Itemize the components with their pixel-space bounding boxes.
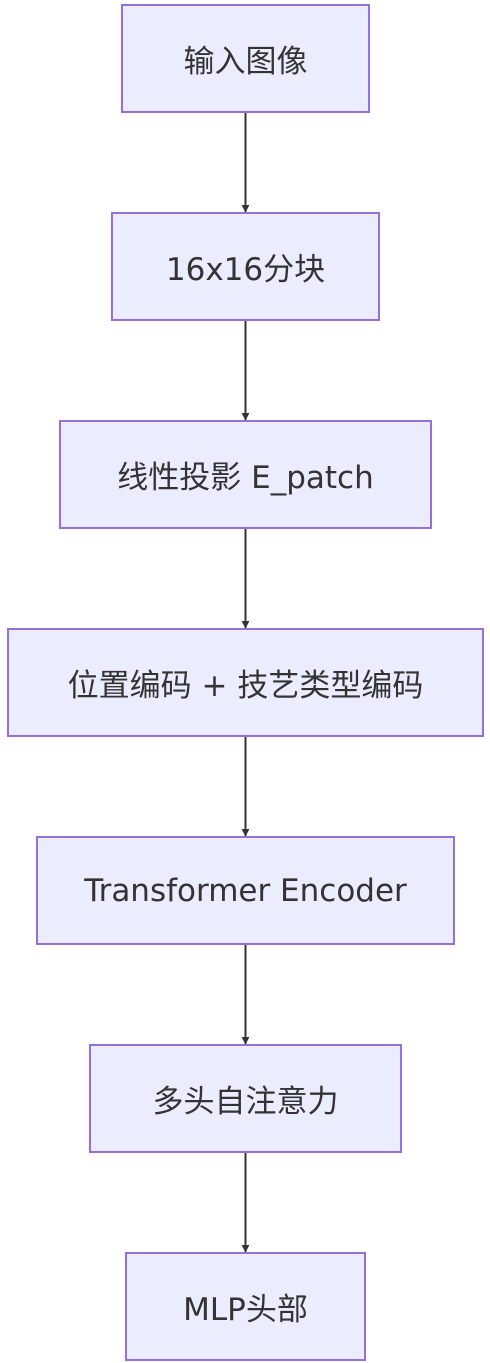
node-input-image: 输入图像 — [121, 4, 370, 113]
node-position-encoding: 位置编码 + 技艺类型编码 — [7, 628, 484, 737]
node-multi-head-attention: 多头自注意力 — [89, 1044, 402, 1153]
node-label: 16x16分块 — [165, 252, 326, 288]
node-label: 线性投影 E_patch — [117, 460, 374, 496]
node-patch-split: 16x16分块 — [111, 212, 380, 321]
node-label: 位置编码 + 技艺类型编码 — [67, 668, 424, 704]
node-mlp-head: MLP头部 — [125, 1252, 366, 1361]
node-label: MLP头部 — [183, 1292, 308, 1328]
node-label: 多头自注意力 — [152, 1084, 339, 1120]
node-label: 输入图像 — [183, 44, 308, 80]
node-linear-projection: 线性投影 E_patch — [59, 420, 432, 529]
node-transformer-encoder: Transformer Encoder — [36, 836, 455, 945]
node-label: Transformer Encoder — [84, 872, 407, 909]
